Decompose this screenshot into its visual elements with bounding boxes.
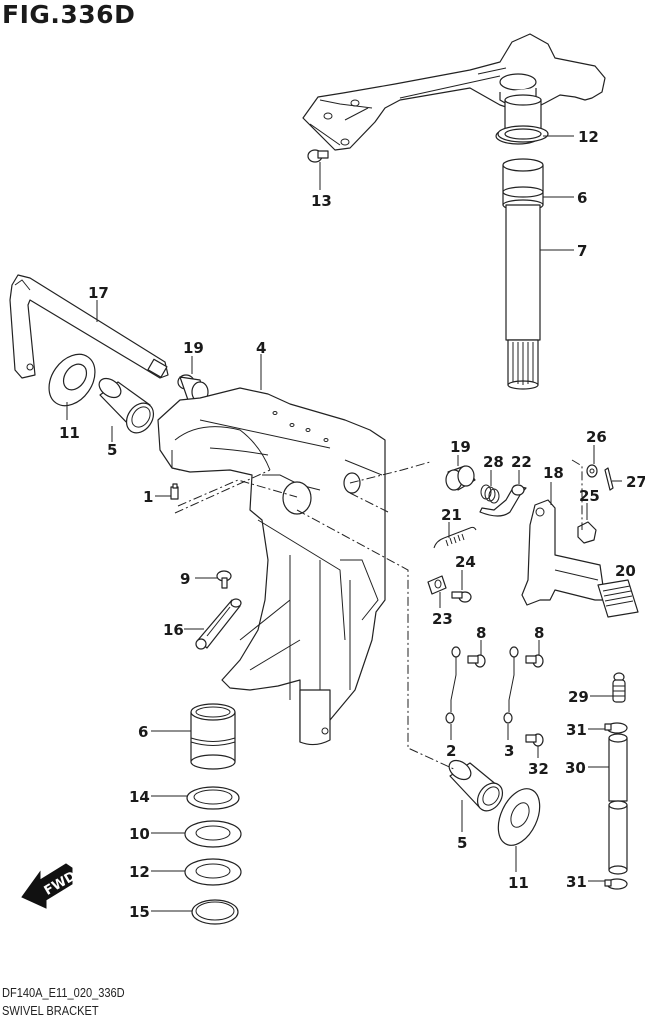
callout-13: 13 <box>311 192 332 210</box>
callout-19: 19 <box>183 339 204 357</box>
callout-4: 4 <box>256 339 266 357</box>
callout-8: 8 <box>534 624 544 642</box>
tilt-shaft <box>9 274 169 379</box>
clip-31-top <box>604 722 628 734</box>
callout-26: 26 <box>586 428 607 446</box>
steering-arm <box>302 33 606 151</box>
washer-11-left <box>48 353 96 407</box>
callout-6: 6 <box>138 723 148 741</box>
callout-2: 2 <box>446 742 456 760</box>
washer-14 <box>186 786 240 810</box>
callout-14: 14 <box>129 788 150 806</box>
callout-11: 11 <box>59 424 80 442</box>
cotter-pin-27 <box>604 467 614 491</box>
screw-24 <box>451 591 472 603</box>
callout-25: 25 <box>579 487 600 505</box>
spring-28 <box>480 484 500 504</box>
washer-10 <box>184 820 242 848</box>
callout-29: 29 <box>568 688 589 706</box>
figure-code: DF140A_E11_020_336D <box>2 985 125 1000</box>
callout-31: 31 <box>566 873 587 891</box>
bolt-8-left <box>467 654 486 668</box>
fwd-arrow-icon: FWD <box>21 863 79 909</box>
callout-22: 22 <box>511 453 532 471</box>
swivel-bracket <box>157 387 386 746</box>
callout-27: 27 <box>626 473 645 491</box>
anode-16 <box>195 598 242 650</box>
callout-1: 1 <box>143 488 153 506</box>
grease-nipple-1 <box>170 483 179 500</box>
bolt-32 <box>525 733 544 747</box>
callout-9: 9 <box>180 570 190 588</box>
callout-21: 21 <box>441 506 462 524</box>
ground-wire-3 <box>503 646 519 724</box>
callout-12: 12 <box>578 128 599 146</box>
callout-30: 30 <box>565 759 586 777</box>
callout-12: 12 <box>129 863 150 881</box>
washer-11-lower <box>497 788 541 846</box>
callout-5: 5 <box>457 834 467 852</box>
fitting-29 <box>612 672 626 703</box>
leader-lines <box>66 135 622 912</box>
lever-22 <box>479 484 527 517</box>
clip-31-bottom <box>604 878 628 890</box>
callout-32: 32 <box>528 760 549 778</box>
steering-shaft-assembly <box>495 94 549 390</box>
callout-11: 11 <box>508 874 529 892</box>
callout-labels: 12 6 7 13 17 19 4 11 5 1 19 28 22 18 26 … <box>59 128 645 921</box>
nut-25 <box>577 521 597 544</box>
circlip-15 <box>191 899 239 925</box>
callout-3: 3 <box>504 742 514 760</box>
figure-name: SWIVEL BRACKET <box>2 1003 99 1018</box>
washer-26 <box>586 464 598 478</box>
callout-7: 7 <box>577 242 587 260</box>
grip-20 <box>597 579 639 618</box>
alignment-lines <box>174 459 583 771</box>
screw-9 <box>216 570 232 589</box>
callout-10: 10 <box>129 825 150 843</box>
clip-23 <box>427 575 447 595</box>
callout-19: 19 <box>450 438 471 456</box>
bolt-13 <box>307 149 329 163</box>
callout-18: 18 <box>543 464 564 482</box>
callout-23: 23 <box>432 610 453 628</box>
callout-17: 17 <box>88 284 109 302</box>
figure-title: FIG.336D <box>2 0 136 29</box>
bushing-5-left <box>98 377 155 434</box>
callout-16: 16 <box>163 621 184 639</box>
ground-wire-2 <box>445 646 461 724</box>
bushing-19-right <box>445 465 476 491</box>
hose-30 <box>608 733 628 875</box>
washer-12-lower <box>184 858 242 886</box>
tilt-lock-lever <box>521 499 606 606</box>
bushing-6-lower <box>190 703 236 770</box>
callout-8: 8 <box>476 624 486 642</box>
callout-28: 28 <box>483 453 504 471</box>
callout-20: 20 <box>615 562 636 580</box>
callout-31: 31 <box>566 721 587 739</box>
callout-6: 6 <box>577 189 587 207</box>
callout-5: 5 <box>107 441 117 459</box>
bushing-5-lower <box>448 759 504 812</box>
spring-21 <box>433 526 477 549</box>
callout-24: 24 <box>455 553 476 571</box>
bolt-8-right <box>525 654 544 668</box>
callout-15: 15 <box>129 903 150 921</box>
